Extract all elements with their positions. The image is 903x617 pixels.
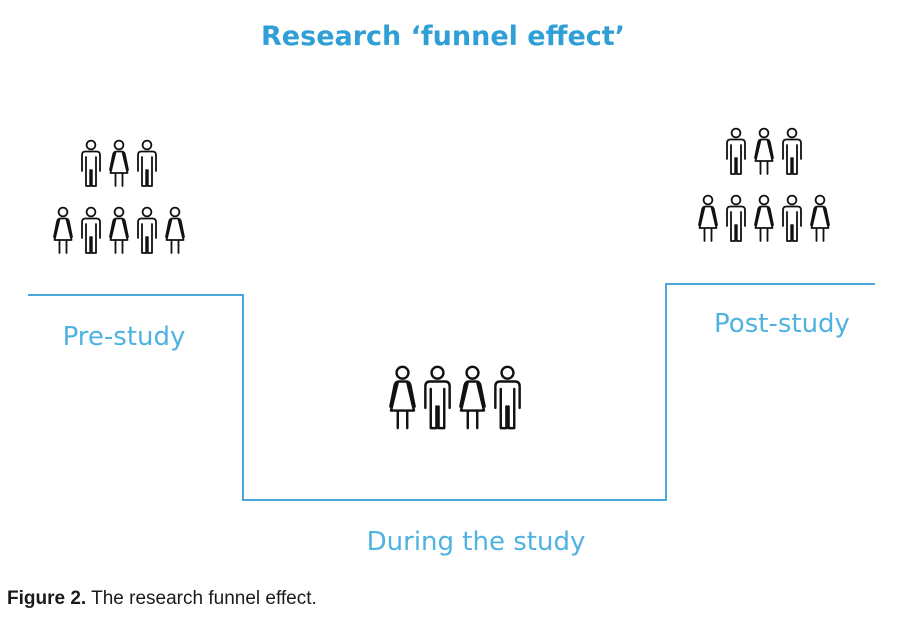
figure-caption-text: The research funnel effect. bbox=[86, 588, 317, 609]
person-female-icon bbox=[165, 206, 185, 254]
person-male-icon bbox=[137, 206, 157, 254]
stage-label-post-study: Post-study bbox=[714, 309, 850, 339]
person-female-icon bbox=[810, 194, 830, 242]
person-female-icon bbox=[698, 194, 718, 242]
figure-label: Figure 2. bbox=[7, 588, 87, 609]
person-male-icon bbox=[81, 139, 101, 187]
person-female-icon bbox=[389, 365, 416, 430]
person-male-icon bbox=[726, 194, 746, 242]
stage-label-pre-study: Pre-study bbox=[63, 322, 186, 352]
person-male-icon bbox=[137, 139, 157, 187]
person-male-icon bbox=[81, 206, 101, 254]
person-female-icon bbox=[459, 365, 486, 430]
person-male-icon bbox=[782, 127, 802, 175]
people-group-1 bbox=[53, 139, 185, 254]
person-female-icon bbox=[109, 206, 129, 254]
person-female-icon bbox=[754, 194, 774, 242]
people-groups bbox=[53, 127, 830, 430]
person-male-icon bbox=[494, 365, 521, 430]
people-group-3 bbox=[698, 127, 830, 242]
funnel-outline bbox=[28, 283, 875, 501]
funnel-diagram-svg: Research ‘funnel effect’ Pre-study Durin… bbox=[28, 21, 875, 557]
person-male-icon bbox=[782, 194, 802, 242]
person-male-icon bbox=[424, 365, 451, 430]
person-female-icon bbox=[754, 127, 774, 175]
person-female-icon bbox=[109, 139, 129, 187]
diagram-title: Research ‘funnel effect’ bbox=[261, 21, 625, 52]
person-male-icon bbox=[726, 127, 746, 175]
people-group-2 bbox=[389, 365, 521, 430]
person-female-icon bbox=[53, 206, 73, 254]
stage-label-during-study: During the study bbox=[367, 527, 586, 557]
figure-caption: Figure 2. The research funnel effect. bbox=[7, 588, 317, 610]
